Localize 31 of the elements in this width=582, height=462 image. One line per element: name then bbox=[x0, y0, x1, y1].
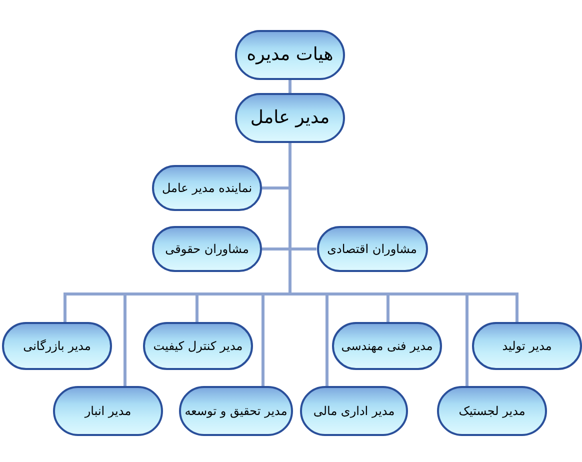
rounded-box: مدیر فنی مهندسی bbox=[332, 322, 442, 370]
connector-line bbox=[290, 248, 316, 250]
rounded-box: مدیر اداری مالی bbox=[300, 386, 408, 436]
rounded-box: مشاوران حقوقی bbox=[152, 226, 262, 272]
connector-line bbox=[197, 292, 263, 296]
connector-line bbox=[125, 292, 197, 296]
connector-line bbox=[466, 294, 468, 386]
rounded-box: مدیر لجستیک bbox=[437, 386, 547, 436]
connector-line bbox=[262, 294, 264, 386]
connector-line bbox=[290, 292, 327, 296]
connector-line bbox=[288, 249, 292, 294]
rounded-box: مدیر کنترل کیفیت bbox=[143, 322, 253, 370]
connector-line bbox=[262, 186, 290, 190]
connector-line bbox=[326, 294, 328, 386]
connector-line bbox=[263, 292, 290, 296]
connector-line bbox=[288, 80, 292, 93]
rounded-box: مشاوران اقتصادی bbox=[316, 226, 428, 272]
connector-line bbox=[386, 294, 390, 322]
rounded-box: هیات مدیره bbox=[235, 30, 345, 80]
connector-line bbox=[196, 294, 198, 322]
rounded-box: مدیر تولید bbox=[472, 322, 582, 370]
rounded-box: مدیر بازرگانی bbox=[2, 322, 112, 370]
rounded-box: مدیر انبار bbox=[53, 386, 163, 436]
connector-line bbox=[388, 292, 467, 296]
rounded-box: مدیر عامل bbox=[235, 93, 345, 143]
rounded-box: نماینده مدیر عامل bbox=[152, 165, 262, 211]
connector-line bbox=[124, 294, 126, 386]
connector-line bbox=[64, 292, 125, 322]
rounded-box: مدیر تحقیق و توسعه bbox=[179, 386, 293, 436]
connector-line bbox=[327, 292, 388, 296]
connector-line bbox=[467, 292, 518, 322]
